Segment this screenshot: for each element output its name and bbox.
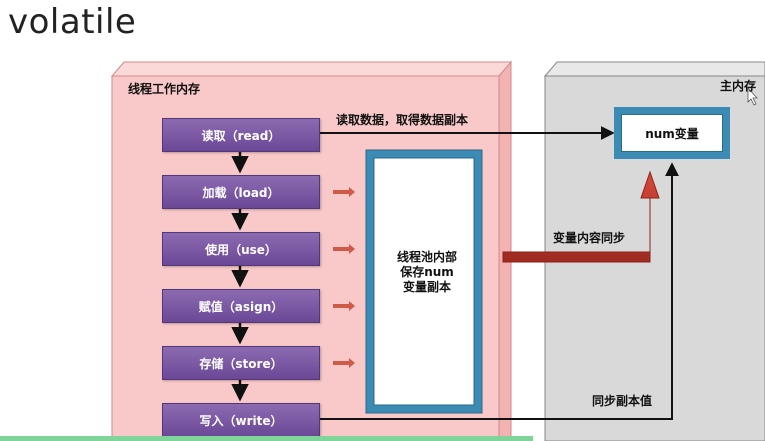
pool-link-arrows	[333, 187, 355, 368]
step-assign: 赋值（asign）	[162, 289, 320, 323]
main-memory-label: 主内存	[720, 79, 757, 93]
num-variable-label: num变量	[621, 114, 723, 152]
page-title: volatile	[8, 2, 137, 42]
thread-pool-text: 线程池内部 保存num 变量副本	[396, 250, 457, 294]
step-use: 使用（use）	[162, 232, 320, 266]
write-edge-label: 同步副本值	[592, 394, 653, 408]
sync-edge-label: 变量内容同步	[553, 231, 626, 245]
step-write: 写入（write）	[162, 403, 320, 437]
thread-memory-label: 线程工作内存	[128, 82, 201, 96]
mouse-cursor-icon	[747, 86, 758, 106]
step-store: 存储（store）	[162, 346, 320, 380]
thread-pool-box	[365, 149, 483, 414]
num-variable-box: num变量	[614, 107, 730, 159]
bottom-progress-strip	[0, 436, 533, 441]
step-read: 读取（read）	[162, 118, 320, 152]
write-arrow	[318, 162, 679, 420]
sync-arrow	[502, 170, 660, 263]
step-load: 加载（load）	[162, 175, 320, 209]
read-edge-label: 读取数据，取得数据副本	[336, 113, 469, 127]
